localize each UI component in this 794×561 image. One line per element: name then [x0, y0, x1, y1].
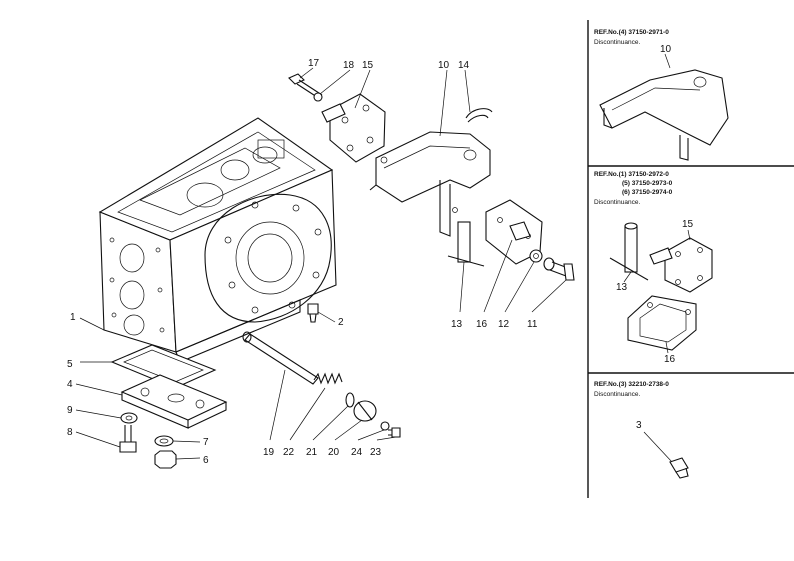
- callout-22: 22: [283, 447, 295, 458]
- panel-b-callout-13: 13: [616, 282, 628, 293]
- leader-lines: [75, 67, 567, 460]
- bolt-23: [388, 427, 401, 438]
- clip-14: [465, 108, 493, 123]
- cover-16: [485, 199, 543, 265]
- callout-5: 5: [67, 359, 73, 370]
- plate-15: [321, 93, 386, 163]
- callout-15: 15: [362, 60, 374, 71]
- panel-b-ref-1: REF.No.(1) 37150-2972-0: [594, 171, 669, 178]
- callout-8: 8: [67, 427, 73, 438]
- callout-19: 19: [263, 447, 275, 458]
- panel-a-note: Discontinuance.: [594, 39, 640, 46]
- callout-17: 17: [308, 58, 320, 69]
- callout-10: 10: [438, 60, 450, 71]
- callout-12: 12: [498, 319, 510, 330]
- panel-b-ref-2: (5) 37150-2973-0: [622, 180, 673, 187]
- callout-14: 14: [458, 60, 470, 71]
- panel-c-ref: REF.No.(3) 32210-2738-0: [594, 381, 669, 388]
- callout-13: 13: [451, 319, 463, 330]
- washer-7: [154, 435, 174, 447]
- callout-11: 11: [527, 319, 538, 330]
- callout-24: 24: [351, 447, 363, 458]
- transmission-housing: [98, 117, 337, 363]
- panel-b-callout-16: 16: [664, 354, 676, 365]
- bolt-11: [543, 257, 575, 281]
- panel-a-callout-10: 10: [660, 44, 672, 55]
- callout-7: 7: [203, 437, 209, 448]
- ref-panel-c: REF.No.(3) 32210-2738-0 Discontinuance. …: [594, 381, 689, 479]
- panel-a-ref: REF.No.(4) 37150-2971-0: [594, 29, 669, 36]
- callout-16: 16: [476, 319, 488, 330]
- shaft-19: [242, 331, 319, 385]
- bracket-10: [369, 131, 491, 237]
- pin-13: [447, 221, 485, 267]
- washer-12: [529, 249, 543, 263]
- washer-21: [345, 392, 355, 408]
- panel-b-ref-3: (6) 37150-2974-0: [622, 189, 673, 196]
- panel-c-note: Discontinuance.: [594, 391, 640, 398]
- plug-6: [154, 450, 177, 469]
- cap-20: [353, 400, 377, 422]
- panel-b-callout-15: 15: [682, 219, 694, 230]
- washer-24: [380, 421, 390, 431]
- ref-panel-b: REF.No.(1) 37150-2972-0 (5) 37150-2973-0…: [594, 171, 713, 365]
- drain-plug-2: [307, 303, 319, 323]
- panel-b-note: Discontinuance.: [594, 199, 640, 206]
- callout-2: 2: [338, 317, 344, 328]
- callout-23: 23: [370, 447, 382, 458]
- callout-20: 20: [328, 447, 340, 458]
- bottom-cover-plate: [120, 374, 228, 429]
- washer-9: [120, 412, 138, 424]
- callout-6: 6: [203, 455, 209, 466]
- ref-panel-a: REF.No.(4) 37150-2971-0 Discontinuance. …: [594, 29, 729, 161]
- callout-1: 1: [70, 312, 76, 323]
- callout-18: 18: [343, 60, 355, 71]
- bolt-8: [119, 425, 137, 453]
- callout-21: 21: [306, 447, 318, 458]
- spring-22: [313, 372, 343, 385]
- callout-9: 9: [67, 405, 73, 416]
- washer-18: [313, 92, 323, 102]
- panel-c-callout-3: 3: [636, 420, 642, 431]
- callout-4: 4: [67, 379, 73, 390]
